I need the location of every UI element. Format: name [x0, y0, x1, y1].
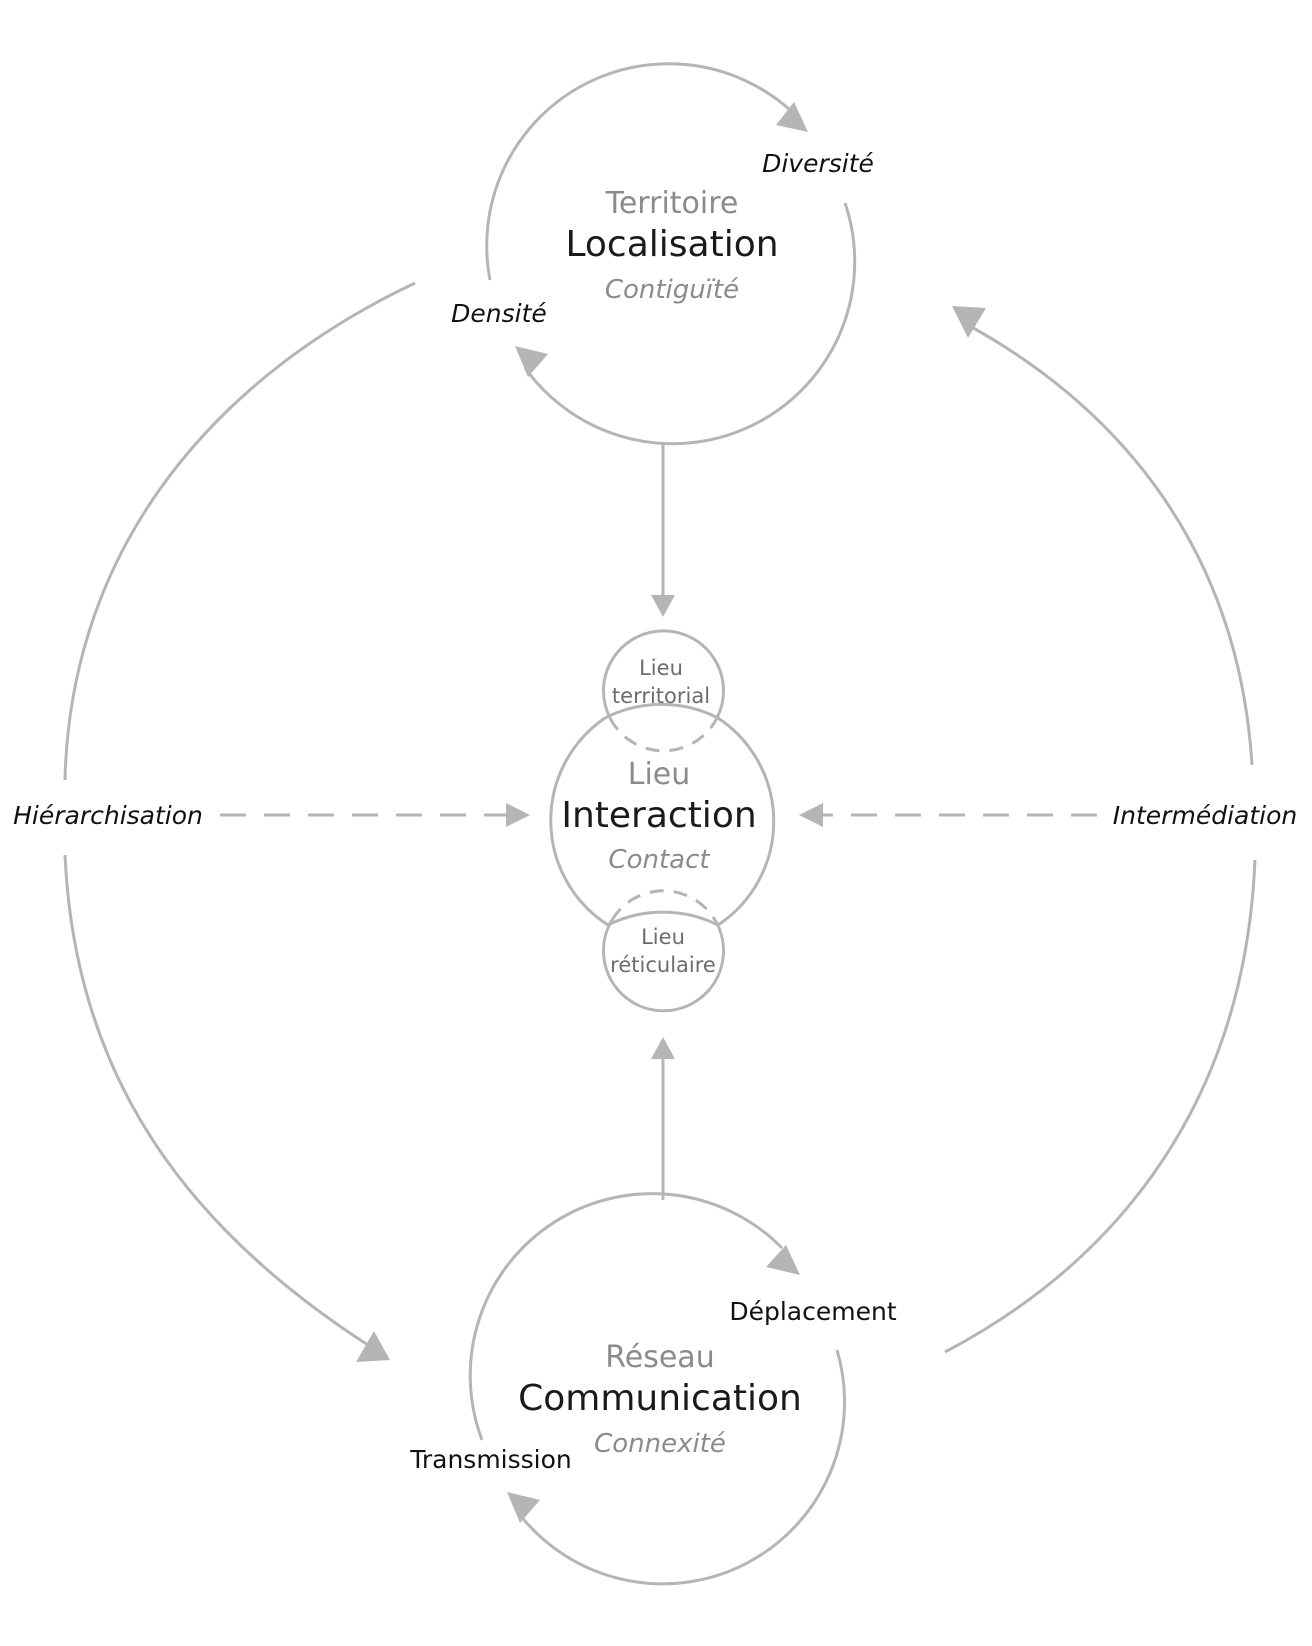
reseau-arrowhead-top: [766, 1245, 800, 1275]
right-arc-upper: [967, 323, 1254, 766]
lieu-reticulaire-line1: Lieu: [641, 925, 685, 949]
right-arc-lower: [944, 859, 1257, 1354]
territoire-title: Territoire: [605, 186, 739, 221]
left-arc-arrowhead: [356, 1331, 390, 1362]
lieu-reticulaire-dashed-edge: [610, 889, 717, 921]
territoire-main: Localisation: [565, 224, 778, 265]
hierarchisation-label: Hiérarchisation: [13, 801, 203, 830]
arrowhead-down: [651, 595, 675, 617]
lieu-main: Interaction: [561, 795, 756, 836]
lieu-reticulaire-circle: [602, 919, 725, 1013]
left-arc-lower: [63, 854, 369, 1347]
territoire-label-right: Diversité: [762, 149, 874, 178]
territoire-sub: Contiguïté: [605, 275, 739, 305]
reseau-label-left: Transmission: [409, 1445, 572, 1474]
lieu-sub: Contact: [608, 845, 710, 875]
territoire-cycle-arc-bottom: [523, 202, 857, 446]
reseau-title: Réseau: [605, 1340, 714, 1375]
lieu-main-circle: [549, 702, 776, 927]
lieu-territorial-line2: territorial: [612, 684, 710, 708]
reseau-label-right: Déplacement: [729, 1297, 896, 1326]
reseau-cycle-arc-top: [468, 1192, 784, 1441]
territoire-cycle: [485, 62, 857, 446]
reseau-main: Communication: [518, 1378, 802, 1419]
lieu-territorial-line1: Lieu: [639, 656, 683, 680]
horizontal-arrows: [220, 803, 1097, 827]
outer-arcs: [63, 281, 1257, 1362]
territoire-cycle-arc-top: [485, 62, 791, 281]
dashed-arrowhead-left: [506, 803, 530, 827]
reseau-cycle-arc-bottom: [518, 1349, 847, 1586]
lieu-territorial-dashed-edge: [608, 717, 719, 753]
lieu-title: Lieu: [628, 757, 691, 792]
reseau-arrowhead-bottom: [507, 1492, 540, 1523]
vertical-arrows: [651, 445, 675, 1200]
intermediation-label: Intermédiation: [1113, 801, 1297, 830]
reseau-sub: Connexité: [594, 1429, 726, 1459]
lieu-territorial-circle: [602, 629, 725, 719]
right-arc-arrowhead: [952, 306, 986, 338]
left-arc-upper: [63, 281, 416, 781]
territoire-label-left: Densité: [451, 299, 547, 328]
reseau-cycle: [468, 1192, 847, 1586]
lieu-reticulaire-line2: réticulaire: [610, 953, 716, 977]
dashed-arrowhead-right: [799, 803, 823, 827]
arrowhead-up: [651, 1037, 675, 1059]
lieu-cluster: [549, 629, 776, 1013]
territoire-arrowhead-bottom: [515, 346, 548, 377]
territoire-arrowhead-top: [776, 102, 808, 132]
